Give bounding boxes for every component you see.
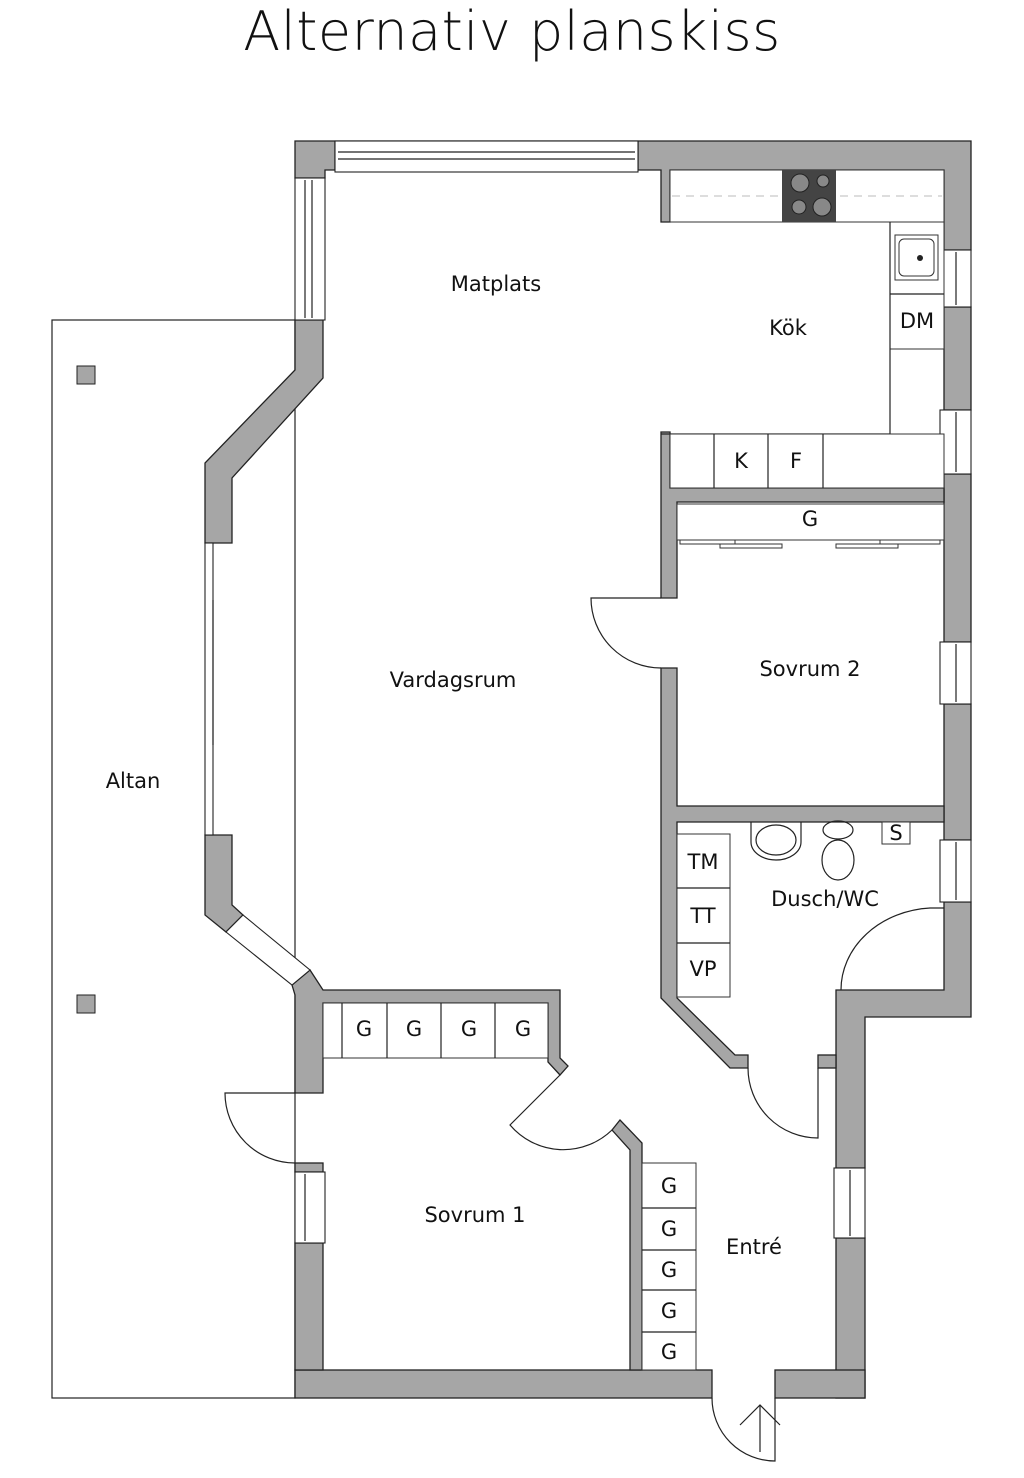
altan-post: [76, 994, 96, 1014]
wardrobe-label: G: [461, 1017, 477, 1041]
cabinet: [881, 821, 911, 845]
laundry-stack: [676, 833, 731, 998]
doors: [224, 597, 944, 1462]
washbasin-icon: [750, 822, 802, 861]
freezer-label: F: [790, 449, 802, 473]
plan-title: Alternativ planskiss: [243, 0, 781, 63]
altan-deck: [51, 319, 296, 1399]
room-vardagsrum: Vardagsrum: [390, 668, 517, 692]
windows: [204, 140, 972, 1244]
room-matplats: Matplats: [451, 272, 541, 296]
wardrobe-label: G: [661, 1258, 677, 1282]
wardrobe-label: G: [661, 1299, 677, 1323]
wardrobes-entre: [641, 1162, 697, 1371]
wardrobe-label: G: [802, 507, 818, 531]
fridge-label: K: [734, 449, 749, 473]
cabinet-label: S: [889, 821, 902, 845]
walls: [204, 140, 972, 1399]
lower-counter: [669, 433, 945, 489]
washer-label: TM: [687, 850, 719, 874]
toilet-icon: [821, 820, 855, 881]
room-sovrum1: Sovrum 1: [424, 1203, 525, 1227]
wardrobe-label: G: [356, 1017, 372, 1041]
wardrobes-sovrum1: [322, 1002, 549, 1059]
altan-post: [76, 365, 96, 385]
dryer-label: TT: [689, 904, 715, 928]
sink-icon: [894, 234, 939, 281]
dishwasher-label: DM: [900, 309, 934, 333]
room-dusch-wc: Dusch/WC: [771, 887, 879, 911]
wardrobe-label: G: [661, 1217, 677, 1241]
stove-icon: [782, 170, 836, 222]
wardrobe-label: G: [406, 1017, 422, 1041]
room-sovrum2: Sovrum 2: [759, 657, 860, 681]
wardrobe: [676, 503, 945, 541]
room-entre: Entré: [726, 1235, 782, 1259]
wardrobe-label: G: [661, 1340, 677, 1364]
wardrobe-label: G: [661, 1174, 677, 1198]
room-kok: Kök: [769, 316, 808, 340]
water-heater-label: VP: [689, 957, 716, 981]
room-altan: Altan: [106, 769, 161, 793]
wardrobe-label: G: [515, 1017, 531, 1041]
